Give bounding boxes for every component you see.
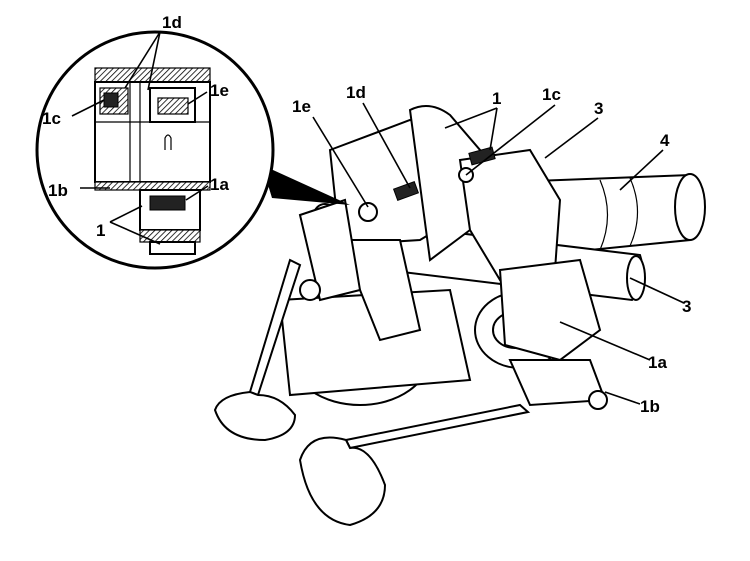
label-1e: 1e [292,97,311,116]
engine-assembly-drawing [213,105,706,527]
label-inset-1: 1 [96,221,105,240]
label-3-top: 3 [594,99,603,118]
label-inset-1c: 1c [42,109,61,128]
label-inset-1e: 1e [210,81,229,100]
label-inset-1b: 1b [48,181,68,200]
label-inset-1a: 1a [210,175,229,194]
valve-left [213,258,302,442]
lower-rocker [498,258,608,410]
label-1d: 1d [346,83,366,102]
label-1c: 1c [542,85,561,104]
label-inset-1d: 1d [162,13,182,32]
label-3-right: 3 [682,297,691,316]
detail-inset [35,30,275,270]
labels: 1d 1c 1e 1b 1a 1 1e 1d 1 1c 3 4 3 1a 1b [42,13,691,416]
label-1: 1 [492,89,501,108]
label-1a: 1a [648,353,667,372]
callout-wedge [262,165,350,205]
rocker-arms [298,105,568,342]
leader-lines [312,102,685,405]
label-4: 4 [660,131,670,150]
valve-right [298,403,531,527]
label-1b: 1b [640,397,660,416]
